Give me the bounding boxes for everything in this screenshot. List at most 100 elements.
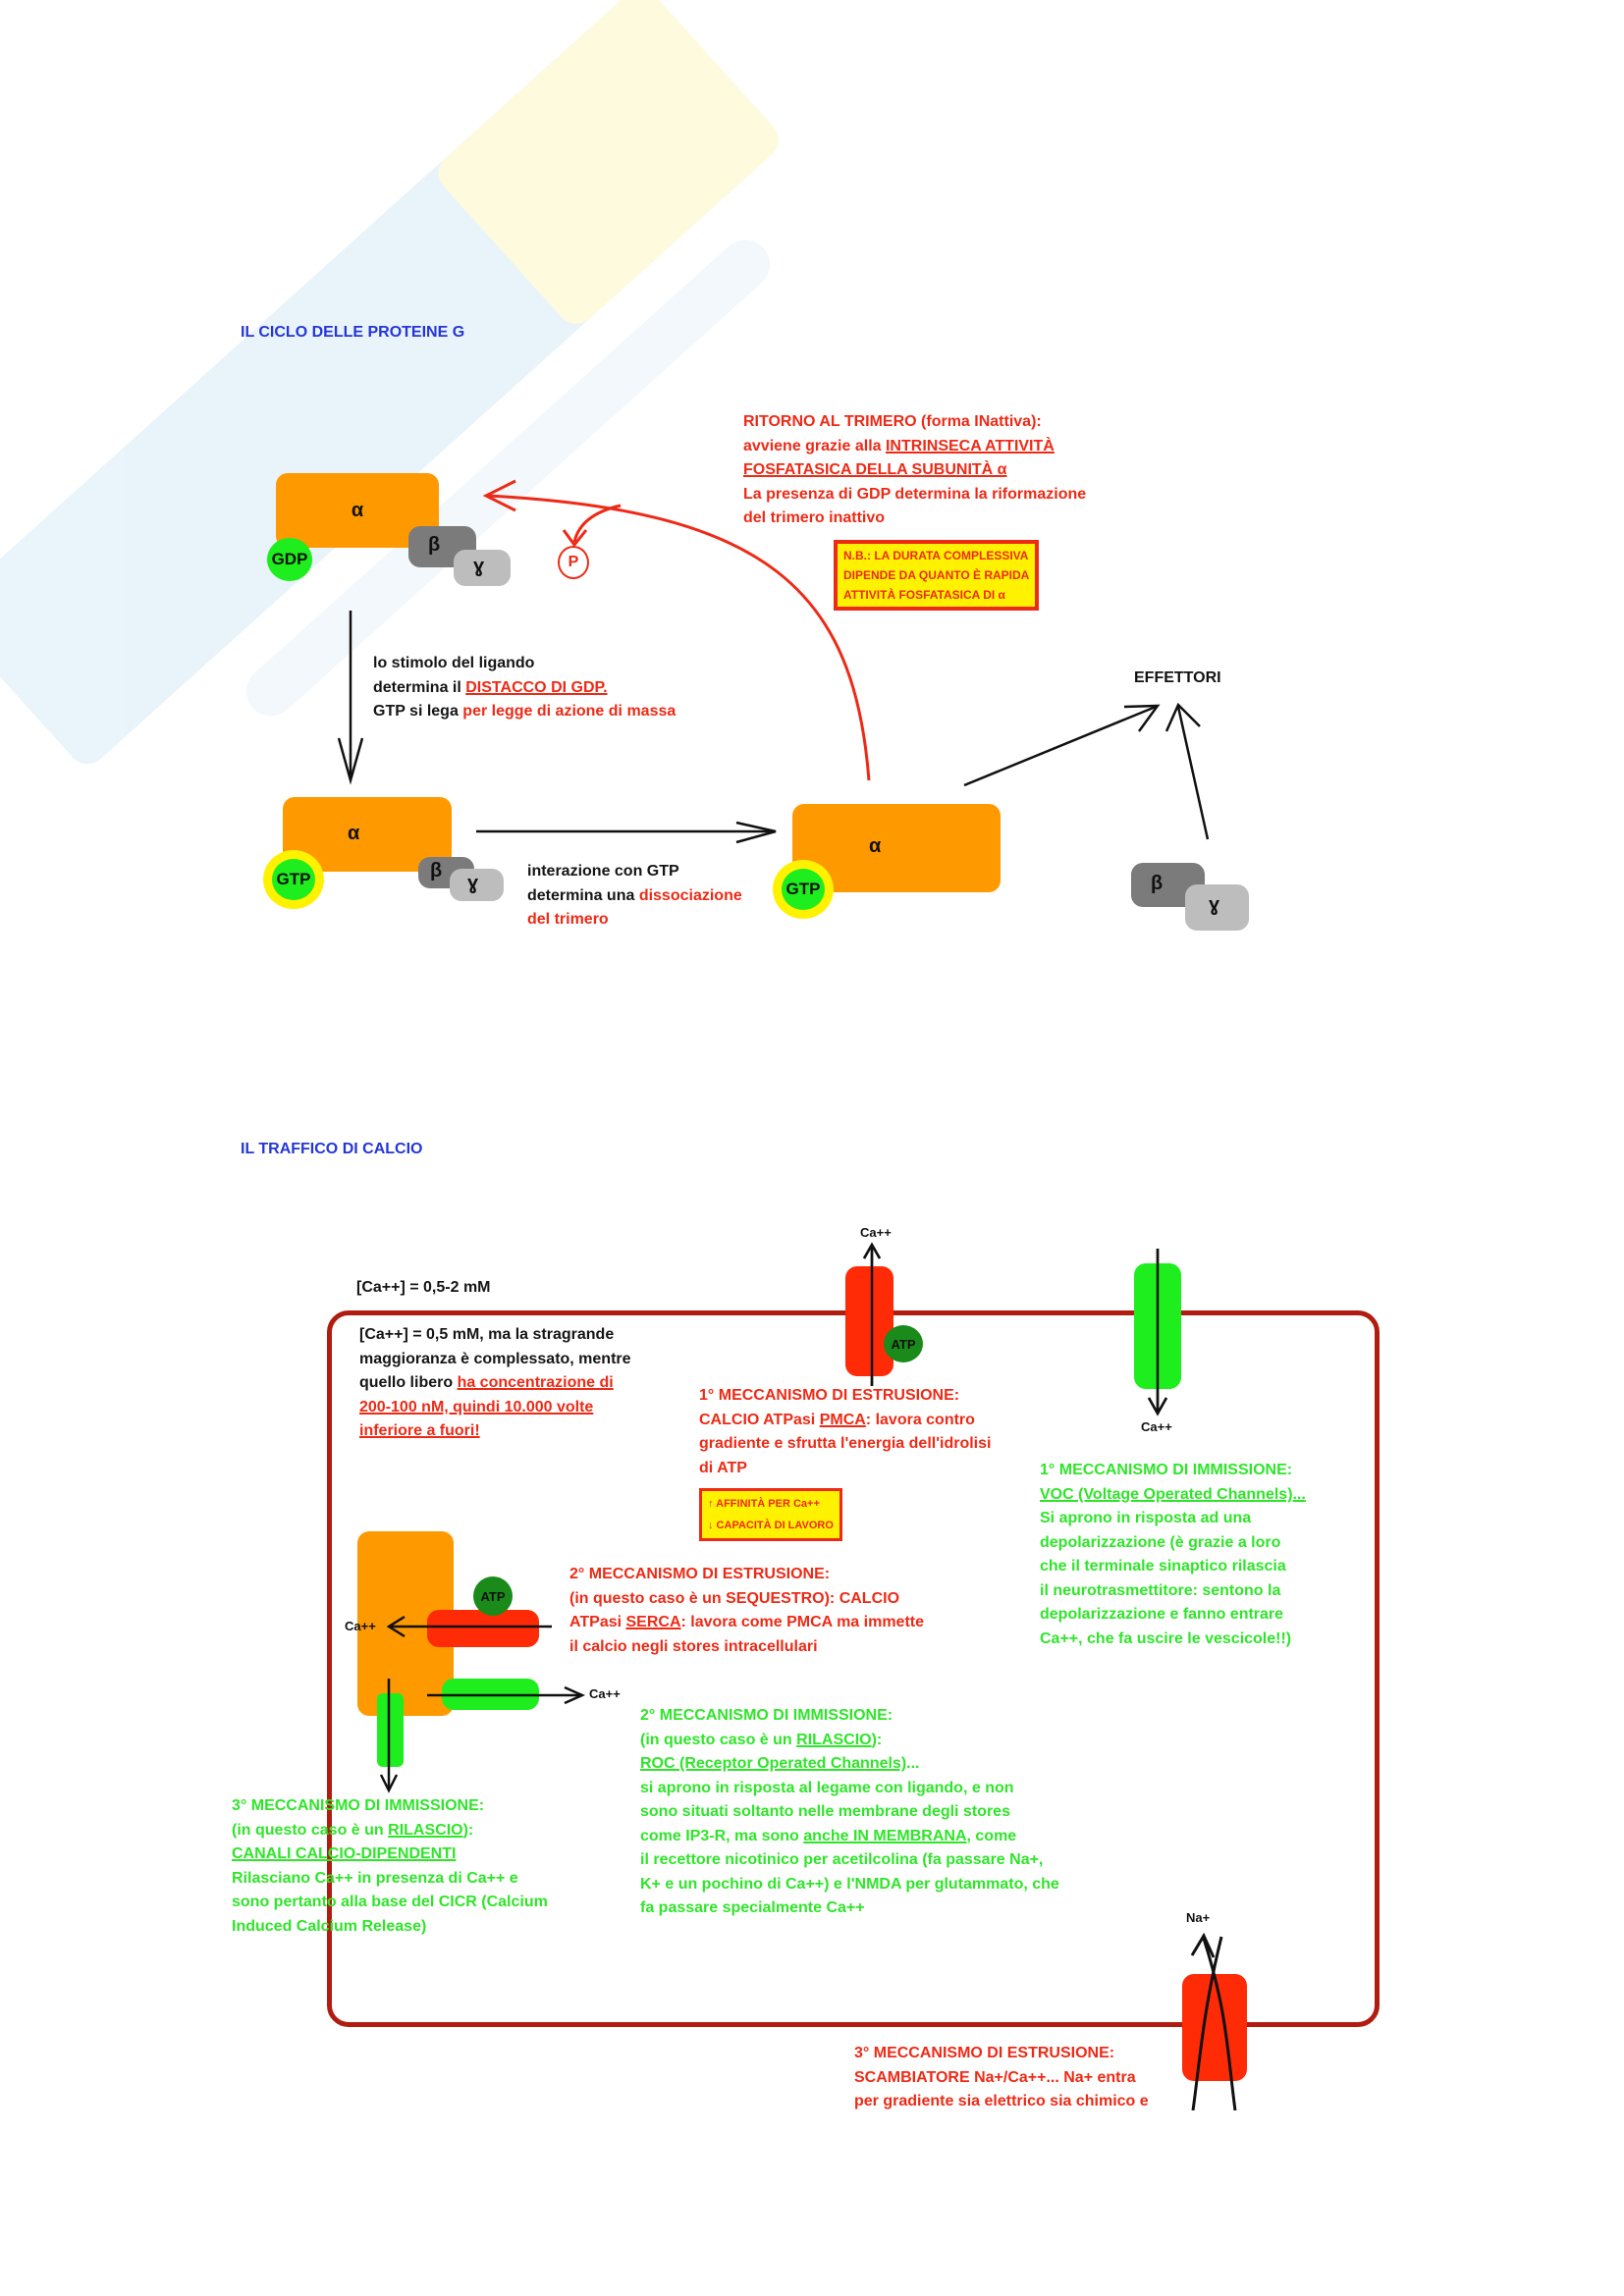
text-line: La presenza di GDP determina la riformaz…: [743, 483, 1086, 507]
text-line: fa passare specialmente Ca++: [640, 1896, 1059, 1921]
text-line: 200-100 nM, quindi 10.000 volte: [359, 1396, 631, 1420]
gdp-molecule: GDP: [267, 538, 312, 581]
text-segment: ↓ CAPACITÀ DI LAVORO: [708, 1520, 834, 1531]
arrow-phosphate: [572, 504, 622, 543]
gtp-halo: GTP: [263, 850, 324, 909]
ca-label: Ca++: [345, 1619, 376, 1633]
text-segment: ):: [871, 1731, 883, 1748]
text-line: 3° MECCANISMO DI IMMISSIONE:: [232, 1794, 548, 1819]
text-line: DIPENDE DA QUANTO È RAPIDA: [843, 565, 1029, 585]
text-line: FOSFATASICA DELLA SUBUNITÀ α: [743, 458, 1086, 483]
text-segment: SCAMBIATORE Na+/Ca++... Na+ entra: [854, 2068, 1136, 2086]
text-segment: N.B.: LA DURATA COMPLESSIVA: [843, 549, 1029, 562]
arrow-return-trimer: [487, 494, 871, 781]
na-ca-exchanger: [1182, 1974, 1247, 2081]
text-segment: Si aprono in risposta ad una: [1040, 1510, 1252, 1526]
text-segment: il calcio negli stores intracellulari: [569, 1637, 818, 1655]
text-line: CALCIO ATPasi PMCA: lavora contro: [699, 1409, 991, 1433]
text-segment: DIPENDE DA QUANTO È RAPIDA: [843, 568, 1030, 582]
text-segment: RILASCIO: [796, 1731, 872, 1748]
section-title-gprotein: IL CICLO DELLE PROTEINE G: [241, 324, 465, 341]
atp-molecule: ATP: [884, 1325, 923, 1362]
text-line: Rilasciano Ca++ in presenza di Ca++ e: [232, 1867, 548, 1892]
text-line: ↑ AFFINITÀ PER Ca++: [708, 1493, 834, 1515]
serca-pump: [427, 1610, 539, 1647]
text-line: (in questo caso è un RILASCIO):: [232, 1819, 548, 1843]
text-segment: (in questo caso è un SEQUESTRO): CALCIO: [569, 1589, 900, 1607]
text-line: 1° MECCANISMO DI ESTRUSIONE:: [699, 1384, 991, 1409]
text-segment: FOSFATASICA DELLA SUBUNITÀ α: [743, 461, 1007, 478]
text-segment: : lavora contro: [865, 1411, 975, 1428]
text-segment: : lavora come PMCA ma immette: [680, 1614, 924, 1630]
section-title-calcium: IL TRAFFICO DI CALCIO: [241, 1141, 423, 1157]
text-line: (in questo caso è un SEQUESTRO): CALCIO: [569, 1587, 924, 1612]
beta-label: β: [1151, 873, 1164, 894]
text-line: per gradiente sia elettrico sia chimico …: [854, 2090, 1149, 2114]
alpha-label: α: [348, 823, 360, 844]
text-line: quello libero ha concentrazione di: [359, 1371, 631, 1396]
alpha-label: α: [351, 499, 364, 521]
text-segment: PMCA: [819, 1411, 866, 1428]
effectors-label: EFFETTORI: [1134, 669, 1221, 686]
text-segment: K+ e un pochino di Ca++) e l'NMDA per gl…: [640, 1875, 1059, 1893]
text-line: N.B.: LA DURATA COMPLESSIVA: [843, 546, 1029, 565]
text-line: ↓ CAPACITÀ DI LAVORO: [708, 1515, 834, 1536]
text-segment: anche IN MEMBRANA: [803, 1827, 967, 1844]
text-segment: (in questo caso è un: [640, 1731, 797, 1748]
text-line: RITORNO AL TRIMERO (forma INattiva):: [743, 410, 1086, 435]
text-segment: Rilasciano Ca++ in presenza di Ca++ e: [232, 1869, 518, 1887]
text-line: si aprono in risposta al legame con liga…: [640, 1777, 1059, 1801]
text-segment: , come: [966, 1827, 1017, 1844]
text-line: gradiente e sfrutta l'energia dell'idrol…: [699, 1432, 991, 1457]
ca-label: Ca++: [860, 1225, 892, 1240]
text-line: depolarizzazione e fanno entrare: [1040, 1603, 1306, 1628]
text-segment: RITORNO AL TRIMERO (forma INattiva):: [743, 413, 1042, 430]
gamma-label: ɣ: [467, 873, 479, 894]
gtp-molecule: GTP: [272, 859, 315, 900]
text-segment: il neurotrasmettitore: sentono la: [1040, 1581, 1281, 1599]
text-segment: GTP si lega: [373, 703, 463, 720]
immission-1-text: 1° MECCANISMO DI IMMISSIONE:VOC (Voltage…: [1040, 1459, 1306, 1651]
text-segment: La presenza di GDP determina la riformaz…: [743, 485, 1087, 503]
text-segment: inferiore a fuori!: [359, 1422, 480, 1439]
text-line: VOC (Voltage Operated Channels)...: [1040, 1483, 1306, 1508]
text-line: inferiore a fuori!: [359, 1419, 631, 1444]
alpha-label: α: [869, 835, 882, 857]
text-segment: che il terminale sinaptico rilascia: [1040, 1558, 1286, 1575]
gamma-label: ɣ: [1209, 894, 1220, 916]
text-line: Si aprono in risposta ad una: [1040, 1507, 1306, 1531]
text-segment: SERCA: [625, 1614, 681, 1630]
text-segment: ROC (Receptor Operated Channels): [640, 1755, 907, 1772]
text-line: depolarizzazione (è grazie a loro: [1040, 1531, 1306, 1556]
return-trimer-text: RITORNO AL TRIMERO (forma INattiva):avvi…: [743, 410, 1086, 531]
text-segment: 3° MECCANISMO DI IMMISSIONE:: [232, 1797, 485, 1814]
text-segment: si aprono in risposta al legame con liga…: [640, 1779, 1014, 1796]
text-line: [Ca++] = 0,5 mM, ma la stragrande: [359, 1323, 631, 1348]
text-line: come IP3-R, ma sono anche IN MEMBRANA, c…: [640, 1825, 1059, 1849]
text-line: 2° MECCANISMO DI IMMISSIONE:: [640, 1704, 1059, 1729]
text-segment: ha concentrazione di: [457, 1374, 614, 1391]
note-box: N.B.: LA DURATA COMPLESSIVA DIPENDE DA QU…: [834, 540, 1040, 611]
text-line: CANALI CALCIO-DIPENDENTI: [232, 1842, 548, 1867]
text-line: il recettore nicotinico per acetilcolina…: [640, 1848, 1059, 1873]
text-line: K+ e un pochino di Ca++) e l'NMDA per gl…: [640, 1873, 1059, 1897]
atp-molecule: ATP: [473, 1576, 513, 1616]
phosphate-icon: P: [558, 546, 589, 579]
immission-2-text: 2° MECCANISMO DI IMMISSIONE:(in questo c…: [640, 1704, 1059, 1921]
text-segment: interazione con GTP: [527, 863, 679, 880]
extrusion-1-text: 1° MECCANISMO DI ESTRUSIONE: CALCIO ATPas…: [699, 1384, 991, 1480]
gamma-subunit: ɣ: [450, 869, 504, 901]
na-label: Na+: [1186, 1910, 1211, 1925]
text-line: (in questo caso è un RILASCIO):: [640, 1729, 1059, 1753]
text-line: ATTIVITÀ FOSFATASICA DI α: [843, 585, 1029, 605]
text-segment: determina una: [527, 886, 639, 904]
text-segment: 1° MECCANISMO DI ESTRUSIONE:: [699, 1387, 960, 1404]
text-segment: per gradiente sia elettrico sia chimico …: [854, 2093, 1149, 2109]
text-line: ATPasi SERCA: lavora come PMCA ma immett…: [569, 1611, 924, 1635]
text-line: il calcio negli stores intracellulari: [569, 1635, 924, 1660]
